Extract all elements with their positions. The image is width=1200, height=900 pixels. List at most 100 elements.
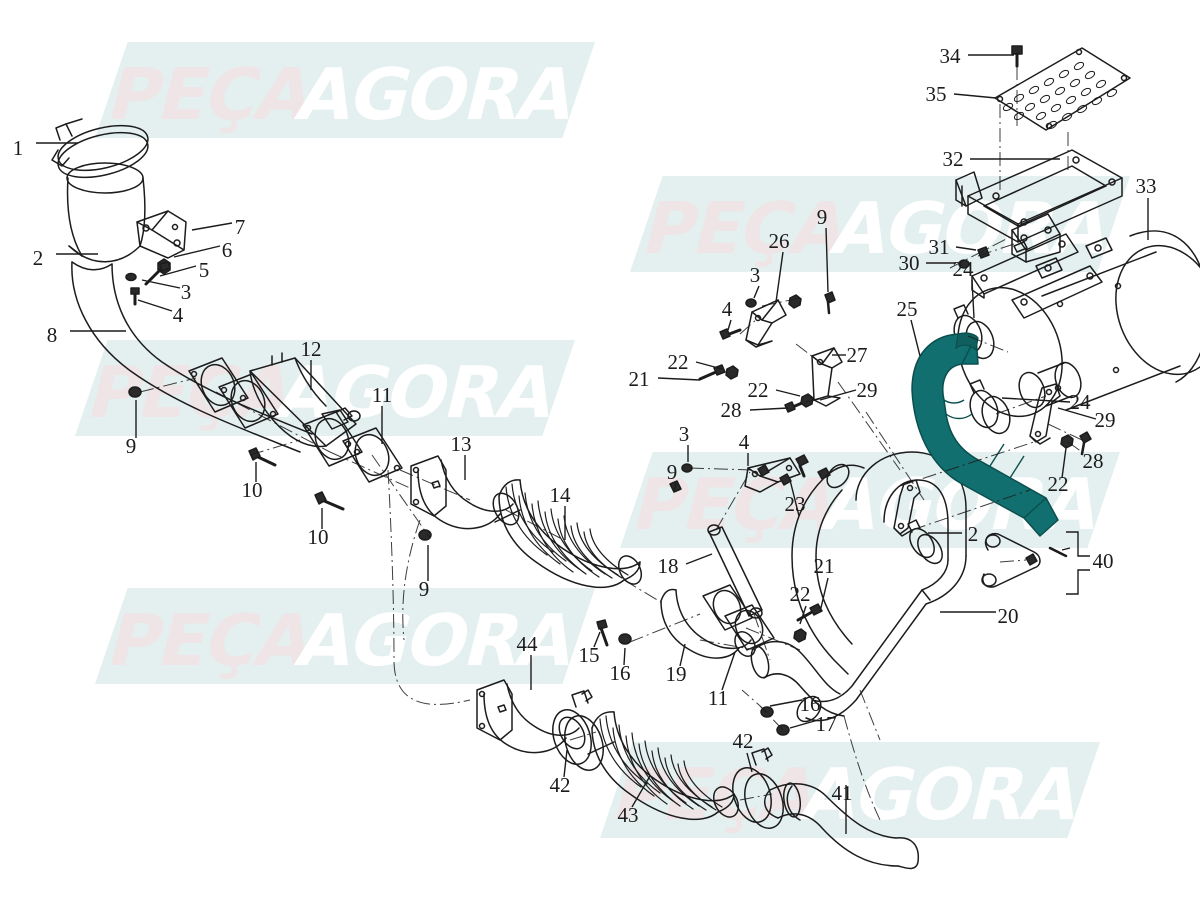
callout-number-30[interactable]: 30 xyxy=(899,251,920,275)
callout-number-9[interactable]: 9 xyxy=(419,577,430,601)
callout-number-21[interactable]: 21 xyxy=(629,367,650,391)
callout-number-40[interactable]: 40 xyxy=(1093,549,1114,573)
watermark-text-agora: AGORA xyxy=(794,754,1090,837)
callout-number-2[interactable]: 2 xyxy=(968,522,979,546)
watermark-band xyxy=(75,340,575,436)
part-34-bolt xyxy=(1011,45,1023,68)
watermark-band xyxy=(95,588,595,684)
part-7-bracket xyxy=(136,210,187,259)
callout-number-3[interactable]: 3 xyxy=(679,422,690,446)
callout-number-41[interactable]: 41 xyxy=(832,781,853,805)
watermark-band xyxy=(95,42,595,138)
callout-number-3[interactable]: 3 xyxy=(750,263,761,287)
callout-number-42[interactable]: 42 xyxy=(733,729,754,753)
callout-number-27[interactable]: 27 xyxy=(847,343,868,367)
part-25-highlighted-pipe[interactable] xyxy=(911,332,1059,537)
callout-number-13[interactable]: 13 xyxy=(451,432,472,456)
callout-number-14[interactable]: 14 xyxy=(550,483,572,507)
callout-number-4[interactable]: 4 xyxy=(739,430,750,454)
part-42-clamp-a xyxy=(552,689,604,771)
callout-number-15[interactable]: 15 xyxy=(579,643,600,667)
part-40-hanger xyxy=(981,532,1068,588)
part-11-gasket-e xyxy=(702,584,753,631)
callout-number-24[interactable]: 24 xyxy=(953,257,975,281)
callout-number-35[interactable]: 35 xyxy=(926,82,947,106)
part-44-sleeve xyxy=(476,679,586,754)
callout-number-28[interactable]: 28 xyxy=(721,398,742,422)
part-35-heat-shield xyxy=(994,47,1131,131)
part-4-bolt-c xyxy=(719,328,742,340)
callout-number-26[interactable]: 26 xyxy=(769,229,790,253)
callout-number-22[interactable]: 22 xyxy=(790,582,811,606)
callout-number-3[interactable]: 3 xyxy=(181,280,192,304)
callout-number-34[interactable]: 34 xyxy=(940,44,962,68)
callout-number-22[interactable]: 22 xyxy=(1048,472,1069,496)
part-23-bracket xyxy=(744,457,801,493)
part-20-tailpipe xyxy=(796,451,967,723)
callout-number-16[interactable]: 16 xyxy=(800,692,821,716)
callout-number-9[interactable]: 9 xyxy=(667,460,678,484)
part-10-bolt-b xyxy=(314,491,345,511)
part-33-muffler xyxy=(957,230,1200,418)
part-21-bolt-b xyxy=(796,603,823,622)
callout-number-22[interactable]: 22 xyxy=(668,350,689,374)
part-12-catalyst xyxy=(249,352,361,448)
callout-number-18[interactable]: 18 xyxy=(658,554,679,578)
callout-number-25[interactable]: 25 xyxy=(897,297,918,321)
callout-number-1[interactable]: 1 xyxy=(13,136,24,160)
callout-number-12[interactable]: 12 xyxy=(301,337,322,361)
callout-number-44[interactable]: 44 xyxy=(517,632,539,656)
callout-number-4[interactable]: 4 xyxy=(173,303,184,327)
callout-number-6[interactable]: 6 xyxy=(222,238,233,262)
callout-number-23[interactable]: 23 xyxy=(785,492,806,516)
callout-number-10[interactable]: 10 xyxy=(242,478,263,502)
watermark-text-agora: AGORA xyxy=(269,352,565,435)
callout-number-2[interactable]: 2 xyxy=(33,246,44,270)
callout-number-7[interactable]: 7 xyxy=(235,215,246,239)
part-11-gasket-f xyxy=(724,604,775,651)
callout-number-19[interactable]: 19 xyxy=(666,662,687,686)
callout-number-20[interactable]: 20 xyxy=(998,604,1019,628)
callout-number-42[interactable]: 42 xyxy=(550,773,571,797)
callout-number-29[interactable]: 29 xyxy=(857,378,878,402)
leader-lines xyxy=(36,54,1149,834)
callout-number-31[interactable]: 31 xyxy=(929,235,950,259)
part-22-nut-c xyxy=(800,393,814,408)
callout-number-33[interactable]: 33 xyxy=(1136,174,1157,198)
callout-number-32[interactable]: 32 xyxy=(943,147,964,171)
callout-number-5[interactable]: 5 xyxy=(199,258,210,282)
watermark-text-peca: PEÇA xyxy=(635,188,857,271)
callout-number-11[interactable]: 11 xyxy=(708,686,728,710)
watermark-text-peca: PEÇA xyxy=(625,464,847,547)
callout-number-11[interactable]: 11 xyxy=(372,383,392,407)
watermark-band xyxy=(600,742,1100,838)
callout-number-29[interactable]: 29 xyxy=(1095,408,1116,432)
part-1-clamp xyxy=(51,118,149,179)
part-13-sleeve xyxy=(410,455,520,530)
callout-number-43[interactable]: 43 xyxy=(618,803,639,827)
watermark-text-peca: PEÇA xyxy=(80,352,302,435)
callout-number-21[interactable]: 21 xyxy=(814,554,835,578)
part-41-tailpipe xyxy=(764,782,920,870)
part-32-strap-lower xyxy=(971,233,1103,319)
part-4-bolt xyxy=(130,287,140,306)
callout-number-22[interactable]: 22 xyxy=(748,378,769,402)
callout-number-9[interactable]: 9 xyxy=(126,434,137,458)
part-22-nut-b xyxy=(725,365,739,380)
callout-number-16[interactable]: 16 xyxy=(610,661,631,685)
callout-number-4[interactable]: 4 xyxy=(722,297,733,321)
part-3-washer-c xyxy=(745,298,757,308)
part-11-gasket-b xyxy=(218,373,279,429)
callout-number-28[interactable]: 28 xyxy=(1083,449,1104,473)
callout-number-8[interactable]: 8 xyxy=(47,323,58,347)
callout-number-17[interactable]: 17 xyxy=(816,712,837,736)
callout-number-9[interactable]: 9 xyxy=(817,205,828,229)
part-8-pipe xyxy=(71,261,313,453)
callout-number-24[interactable]: 24 xyxy=(1070,390,1092,414)
callout-number-10[interactable]: 10 xyxy=(308,525,329,549)
